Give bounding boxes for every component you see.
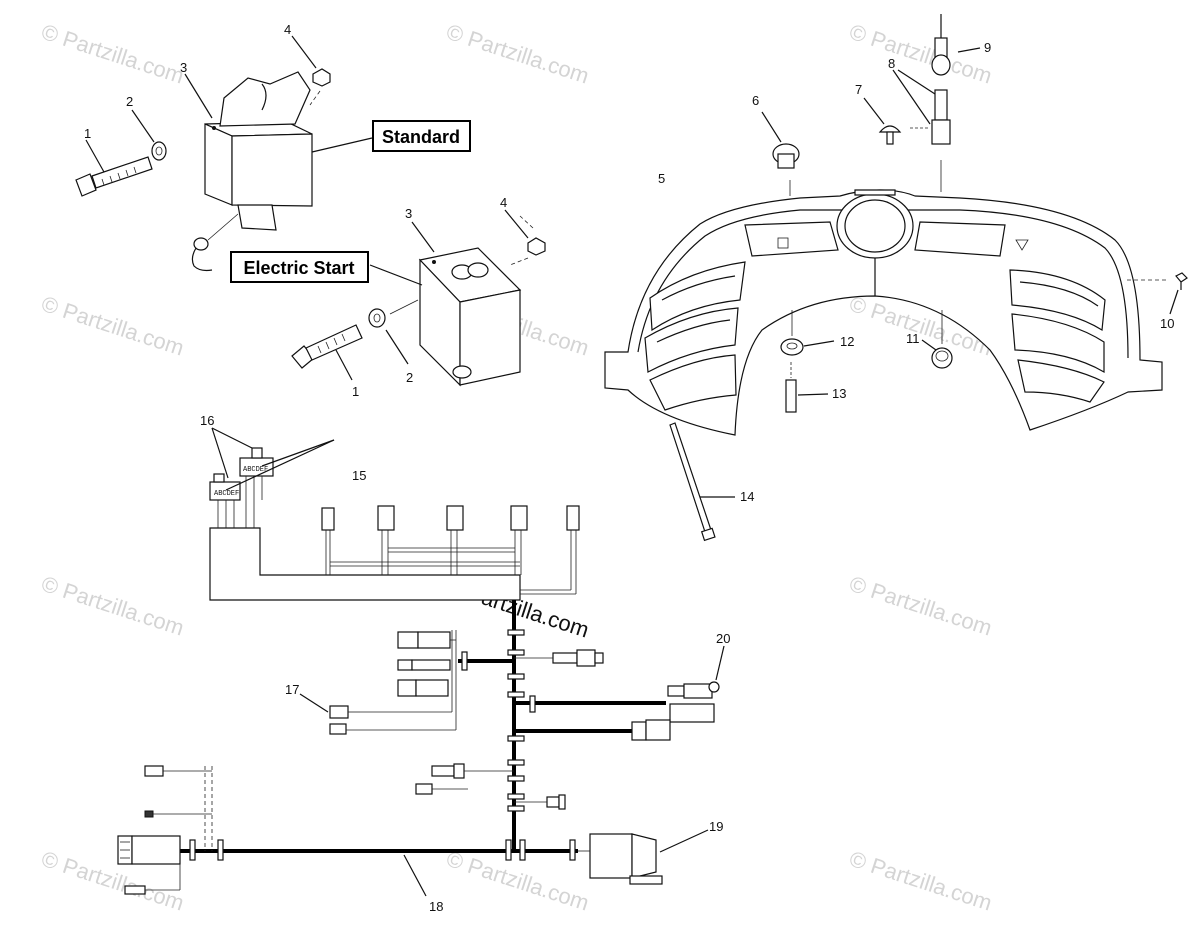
- callout-12: 12: [840, 334, 854, 349]
- nut-part-4b: [509, 215, 546, 266]
- electric-start-label-box: [230, 251, 369, 283]
- callout-2: 2: [126, 94, 133, 109]
- callout-15: 15: [352, 468, 366, 483]
- callout-14: 14: [740, 489, 754, 504]
- far-left-connectors: [117, 765, 213, 895]
- nut-part-4a: [309, 68, 331, 106]
- ring-terminal: [191, 213, 239, 272]
- callout-11: 11: [906, 331, 920, 346]
- regulator-part-3a: [204, 71, 313, 231]
- electric-start-regulator-group: Electric Start: [230, 209, 546, 387]
- bolt-part-1b: [291, 324, 363, 369]
- watermark: © Partzilla.com: [846, 846, 995, 916]
- callout-numbers: 1 2 3 4 3 4 1 2 5 6 7 8 9 10 11 12 13 14…: [84, 22, 1174, 914]
- callout-5: 5: [658, 171, 665, 186]
- callout-1: 1: [84, 126, 91, 141]
- callout-20: 20: [716, 631, 730, 646]
- callout-8: 8: [888, 56, 895, 71]
- regulator-part-3b: [418, 247, 522, 387]
- trunk-clips: [189, 629, 576, 861]
- dashboard-console-part-5: [604, 189, 1163, 436]
- connector-part-19: [578, 833, 663, 885]
- cable-tie-part-14: [669, 422, 716, 542]
- upper-harness: ABCDEF ABCDEF: [209, 447, 580, 601]
- callout-10: 10: [1160, 316, 1174, 331]
- nut-part-12: [780, 310, 804, 356]
- callout-3: 3: [405, 206, 412, 221]
- callout-19: 19: [709, 819, 723, 834]
- callout-3: 3: [180, 60, 187, 75]
- callout-13: 13: [832, 386, 846, 401]
- sensor-part-8: [910, 89, 951, 192]
- callout-2: 2: [406, 370, 413, 385]
- top-connectors: [321, 505, 580, 595]
- standard-regulator-group: Standard: [75, 35, 471, 272]
- left-connectors: [360, 630, 457, 731]
- wiring-harness: ABCDEF ABCDEF: [117, 427, 725, 897]
- callout-18: 18: [429, 899, 443, 914]
- standoff-part-13: [785, 362, 797, 413]
- watermark: © Partzilla.com: [38, 571, 187, 641]
- washer-part-2a: [151, 141, 167, 161]
- screw-part-10: [1127, 272, 1188, 290]
- bolt-part-1a: [75, 156, 153, 197]
- electric-start-label: Electric Start: [243, 258, 354, 278]
- watermark: © Partzilla.com: [38, 291, 187, 361]
- plug-part-9: [931, 14, 951, 76]
- watermark: © Partzilla.com: [846, 19, 995, 89]
- right-branch-connectors: [514, 645, 725, 741]
- callout-6: 6: [752, 93, 759, 108]
- dash-hardware: [669, 14, 1188, 542]
- svg-text:ABCDEF: ABCDEF: [243, 466, 268, 474]
- standard-label-box: [372, 120, 471, 152]
- callout-16: 16: [200, 413, 214, 428]
- svg-text:ABCDEF: ABCDEF: [214, 490, 239, 498]
- switch-part-6: [772, 143, 800, 196]
- grommet-part-11: [931, 310, 953, 369]
- washer-part-2b: [368, 308, 386, 328]
- callout-9: 9: [984, 40, 991, 55]
- standard-label: Standard: [382, 127, 460, 147]
- connector-part-17: [329, 705, 349, 719]
- callout-1: 1: [352, 384, 359, 399]
- watermark: © Partzilla.com: [846, 571, 995, 641]
- rivet-part-7: [878, 125, 902, 145]
- callout-4: 4: [284, 22, 291, 37]
- callout-17: 17: [285, 682, 299, 697]
- watermark: © Partzilla.com: [38, 19, 187, 89]
- lower-connectors: [415, 763, 566, 810]
- watermark: © Partzilla.com: [443, 19, 592, 89]
- callout-4: 4: [500, 195, 507, 210]
- callout-7: 7: [855, 82, 862, 97]
